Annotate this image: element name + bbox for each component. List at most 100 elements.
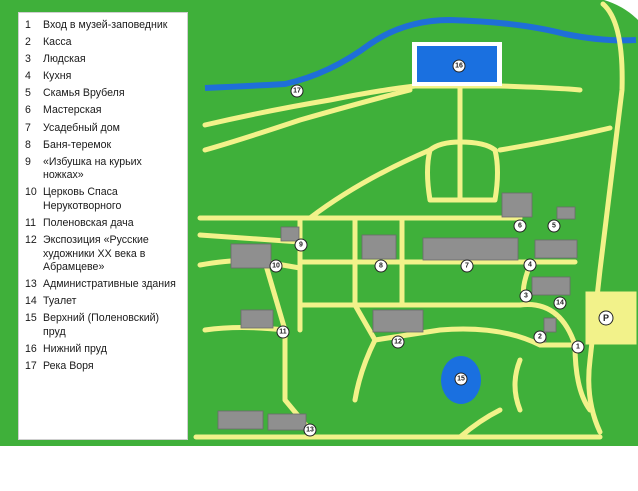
legend-item-17: 17 Река Воря	[25, 360, 181, 374]
building-5	[556, 206, 576, 220]
marker-15-label: 15	[457, 376, 465, 383]
marker-17-label: 17	[293, 88, 301, 95]
marker-5[interactable]: 5	[547, 219, 561, 233]
parking-label: P	[603, 313, 609, 323]
legend-item-14: 14 Туалет	[25, 295, 181, 309]
marker-16[interactable]: 16	[452, 59, 466, 73]
marker-8[interactable]: 8	[374, 259, 388, 273]
legend-number: 17	[25, 360, 37, 372]
river-vorya	[204, 16, 637, 91]
legend-text: Вход в музей-заповедник	[43, 19, 168, 31]
marker-1[interactable]: 1	[571, 340, 585, 354]
marker-1-label: 1	[576, 344, 580, 351]
legend-item-2: 2 Касса	[25, 36, 181, 50]
marker-12-label: 12	[394, 339, 402, 346]
marker-6[interactable]: 6	[513, 219, 527, 233]
legend-number: 1	[25, 19, 31, 31]
legend-number: 7	[25, 121, 31, 134]
legend-item-9: 9 «Избушка на курьих ножках»	[25, 156, 181, 183]
marker-7-label: 7	[465, 263, 469, 270]
legend-number: 9	[25, 155, 31, 168]
marker-11[interactable]: 11	[276, 325, 290, 339]
marker-12[interactable]: 12	[391, 335, 405, 349]
legend-number: 11	[25, 216, 36, 229]
marker-16-label: 16	[455, 63, 463, 70]
building-7	[422, 237, 519, 261]
legend-text: Усадебный дом	[43, 121, 120, 134]
marker-10[interactable]: 10	[269, 259, 283, 273]
marker-14[interactable]: 14	[553, 296, 567, 310]
marker-10-label: 10	[272, 263, 280, 270]
buildings	[217, 192, 578, 431]
marker-parking[interactable]: P	[598, 310, 614, 326]
legend-item-12: 12 Экспозиция «Русские художники XX века …	[25, 234, 181, 275]
marker-2[interactable]: 2	[533, 330, 547, 344]
legend-number: 5	[25, 87, 31, 100]
legend-text: Баня-теремок	[43, 138, 112, 151]
marker-13-label: 13	[306, 427, 314, 434]
legend-item-7: 7 Усадебный дом	[25, 122, 181, 136]
legend-item-8: 8 Баня-теремок	[25, 139, 181, 153]
legend-text: Поленовская дача	[43, 216, 134, 229]
marker-14-label: 14	[556, 300, 564, 307]
building-10	[230, 243, 272, 269]
legend-text: Экспозиция «Русские художники XX века в …	[43, 234, 149, 274]
building-14	[543, 317, 557, 333]
legend-number: 3	[25, 53, 31, 66]
building-3	[531, 276, 571, 296]
legend-number: 2	[25, 36, 31, 49]
marker-5-label: 5	[552, 223, 556, 230]
building-4	[534, 239, 578, 259]
legend-text: Людская	[43, 53, 86, 66]
legend-number: 4	[25, 70, 31, 83]
legend-text: Туалет	[43, 295, 77, 308]
legend-text: Кухня	[43, 70, 72, 83]
map-legend: 1 Вход в музей-заповедник 2 Касса 3 Людская…	[18, 12, 188, 440]
building-8	[361, 234, 397, 260]
legend-item-11: 11 Поленовская дача	[25, 217, 181, 231]
marker-4[interactable]: 4	[523, 258, 537, 272]
legend-text: Нижний пруд	[43, 342, 107, 355]
legend-item-6: 6 Мастерская	[25, 104, 181, 118]
legend-text: Скамья Врубеля	[43, 87, 125, 100]
legend-text: Река Воря	[43, 360, 94, 372]
building-11	[240, 309, 274, 329]
legend-item-5: 5 Скамья Врубеля	[25, 87, 181, 101]
building-6	[501, 192, 533, 218]
marker-11-label: 11	[279, 329, 287, 336]
legend-text: Касса	[43, 36, 72, 49]
marker-13[interactable]: 13	[303, 423, 317, 437]
legend-item-4: 4 Кухня	[25, 70, 181, 84]
legend-number: 14	[25, 295, 37, 308]
building-13b	[267, 413, 307, 431]
legend-text: Верхний (Поленовский) пруд	[43, 312, 160, 338]
marker-7[interactable]: 7	[460, 259, 474, 273]
marker-9[interactable]: 9	[294, 238, 308, 252]
marker-3[interactable]: 3	[519, 289, 533, 303]
marker-3-label: 3	[524, 293, 528, 300]
grass-lower-edge	[0, 438, 638, 446]
building-9	[280, 226, 300, 242]
legend-text: «Избушка на курьих ножках»	[43, 155, 142, 182]
legend-number: 13	[25, 278, 37, 291]
legend-number: 8	[25, 138, 31, 151]
marker-2-label: 2	[538, 334, 542, 341]
legend-number: 6	[25, 104, 31, 117]
legend-text: Мастерская	[43, 104, 102, 117]
legend-item-3: 3 Людская	[25, 53, 181, 67]
legend-item-13: 13 Административные здания	[25, 278, 181, 292]
legend-item-1: 1 Вход в музей-заповедник	[25, 19, 181, 33]
building-12	[372, 309, 424, 333]
marker-4-label: 4	[528, 262, 532, 269]
marker-6-label: 6	[518, 223, 522, 230]
legend-text: Церковь Спаса Нерукотворного	[43, 186, 122, 212]
legend-text: Административные здания	[43, 278, 176, 291]
building-13a	[217, 410, 264, 430]
legend-item-16: 16 Нижний пруд	[25, 343, 181, 357]
legend-number: 12	[25, 234, 37, 247]
marker-15[interactable]: 15	[454, 372, 468, 386]
legend-number: 16	[25, 342, 37, 355]
marker-17[interactable]: 17	[290, 84, 304, 98]
